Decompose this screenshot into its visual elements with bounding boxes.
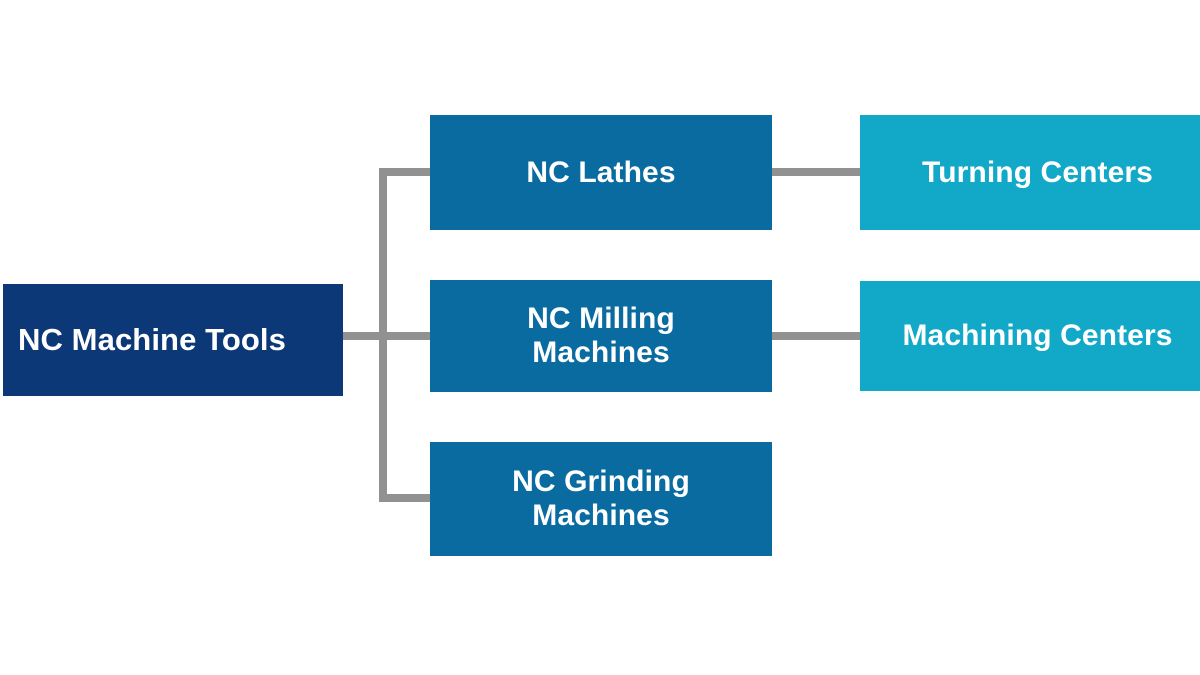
node-label-nc-milling-machines: NC Milling Machines [430, 302, 772, 369]
node-label-line-2: Machines [532, 336, 670, 369]
node-turning-centers[interactable]: Turning Centers [860, 115, 1200, 230]
connector-branch-to-grinding [379, 494, 434, 502]
node-label-nc-grinding-machines: NC Grinding Machines [430, 465, 772, 532]
node-nc-lathes[interactable]: NC Lathes [430, 115, 772, 230]
node-label-nc-lathes: NC Lathes [526, 155, 676, 189]
node-machining-centers[interactable]: Machining Centers [860, 281, 1200, 391]
connector-root-to-trunk [343, 332, 387, 340]
node-label-line-2: Machines [532, 499, 670, 532]
connector-lathes-to-turning-centers [770, 168, 862, 176]
connector-branch-to-milling [379, 332, 434, 340]
node-label-turning-centers: Turning Centers [922, 155, 1153, 189]
connector-milling-to-machining-centers [770, 332, 862, 340]
node-label-nc-machine-tools: NC Machine Tools [18, 321, 286, 357]
node-label-machining-centers: Machining Centers [902, 319, 1173, 353]
node-nc-grinding-machines[interactable]: NC Grinding Machines [430, 442, 772, 556]
node-nc-milling-machines[interactable]: NC Milling Machines [430, 280, 772, 392]
node-nc-machine-tools[interactable]: NC Machine Tools [3, 284, 343, 396]
node-label-line-1: NC Grinding [512, 465, 690, 499]
connector-branch-to-lathes [379, 168, 434, 176]
node-label-line-1: NC Milling [527, 302, 675, 336]
